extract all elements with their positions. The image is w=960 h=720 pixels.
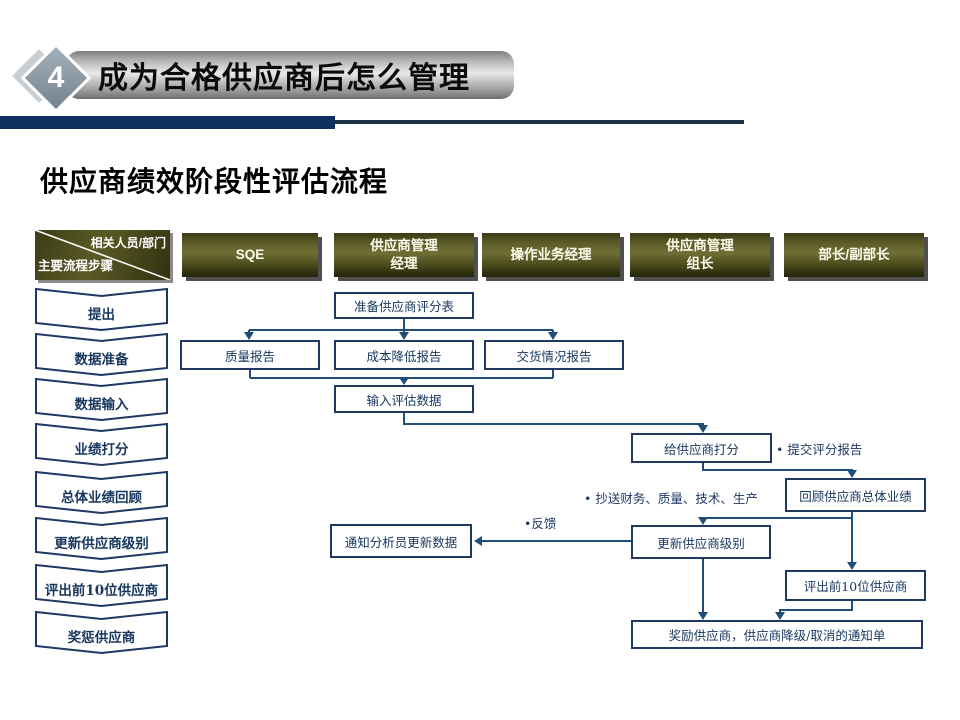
step-top10-suppliers: 评出前10位供应商	[35, 564, 168, 607]
flow-box-review-overall-performance: 回顾供应商总体业绩	[785, 478, 926, 512]
step-propose: 提出	[35, 288, 168, 331]
flow-box-score-suppliers: 给供应商打分	[631, 433, 772, 463]
column-header-operations-manager: 操作业务经理	[482, 233, 620, 277]
step-overall-review: 总体业绩回顾	[35, 471, 168, 514]
flow-box-update-supplier-level: 更新供应商级别	[631, 525, 771, 559]
divider-line-thin	[0, 120, 744, 124]
matrix-label-steps: 主要流程步骤	[38, 259, 114, 273]
matrix-header-cell: 相关人员/部门 主要流程步骤	[35, 230, 170, 280]
flow-box-cost-reduction-report: 成本降低报告	[334, 340, 474, 370]
matrix-label-people: 相关人员/部门	[90, 236, 166, 250]
title-banner: 成为合格供应商后怎么管理	[66, 51, 514, 99]
flow-box-reward-downgrade-notice: 奖励供应商，供应商降级/取消的通知单	[631, 620, 923, 649]
step-update-supplier-level: 更新供应商级别	[35, 517, 168, 560]
column-header-sqe: SQE	[182, 233, 318, 277]
step-data-input: 数据输入	[35, 378, 168, 421]
flow-box-top10-suppliers: 评出前10位供应商	[785, 570, 926, 601]
flow-box-quality-report: 质量报告	[180, 340, 320, 370]
badge-number: 4	[47, 61, 65, 94]
slide-title: 成为合格供应商后怎么管理	[98, 62, 470, 95]
flow-box-input-evaluation-data: 输入评估数据	[334, 385, 474, 413]
divider-bar	[0, 116, 335, 129]
note-feedback: •反馈	[524, 516, 557, 531]
column-header-supplier-mgmt-leader: 供应商管理 组长	[630, 233, 770, 277]
note-submit-score-report: • 提交评分报告	[776, 442, 863, 457]
flow-box-prepare-scorecard: 准备供应商评分表	[334, 292, 474, 319]
flow-box-notify-analyst: 通知分析员更新数据	[330, 524, 472, 558]
note-cc-departments: • 抄送财务、质量、技术、生产	[584, 491, 758, 506]
section-title: 供应商绩效阶段性评估流程	[40, 165, 389, 198]
step-reward-punish: 奖惩供应商	[35, 611, 168, 654]
diagonal-divider	[35, 230, 170, 280]
step-data-preparation: 数据准备	[35, 333, 168, 376]
flow-box-delivery-report: 交货情况报告	[484, 340, 624, 370]
step-performance-scoring: 业绩打分	[35, 423, 168, 466]
column-header-supplier-mgmt-manager: 供应商管理 经理	[334, 233, 474, 277]
column-header-minister: 部长/副部长	[784, 233, 924, 277]
